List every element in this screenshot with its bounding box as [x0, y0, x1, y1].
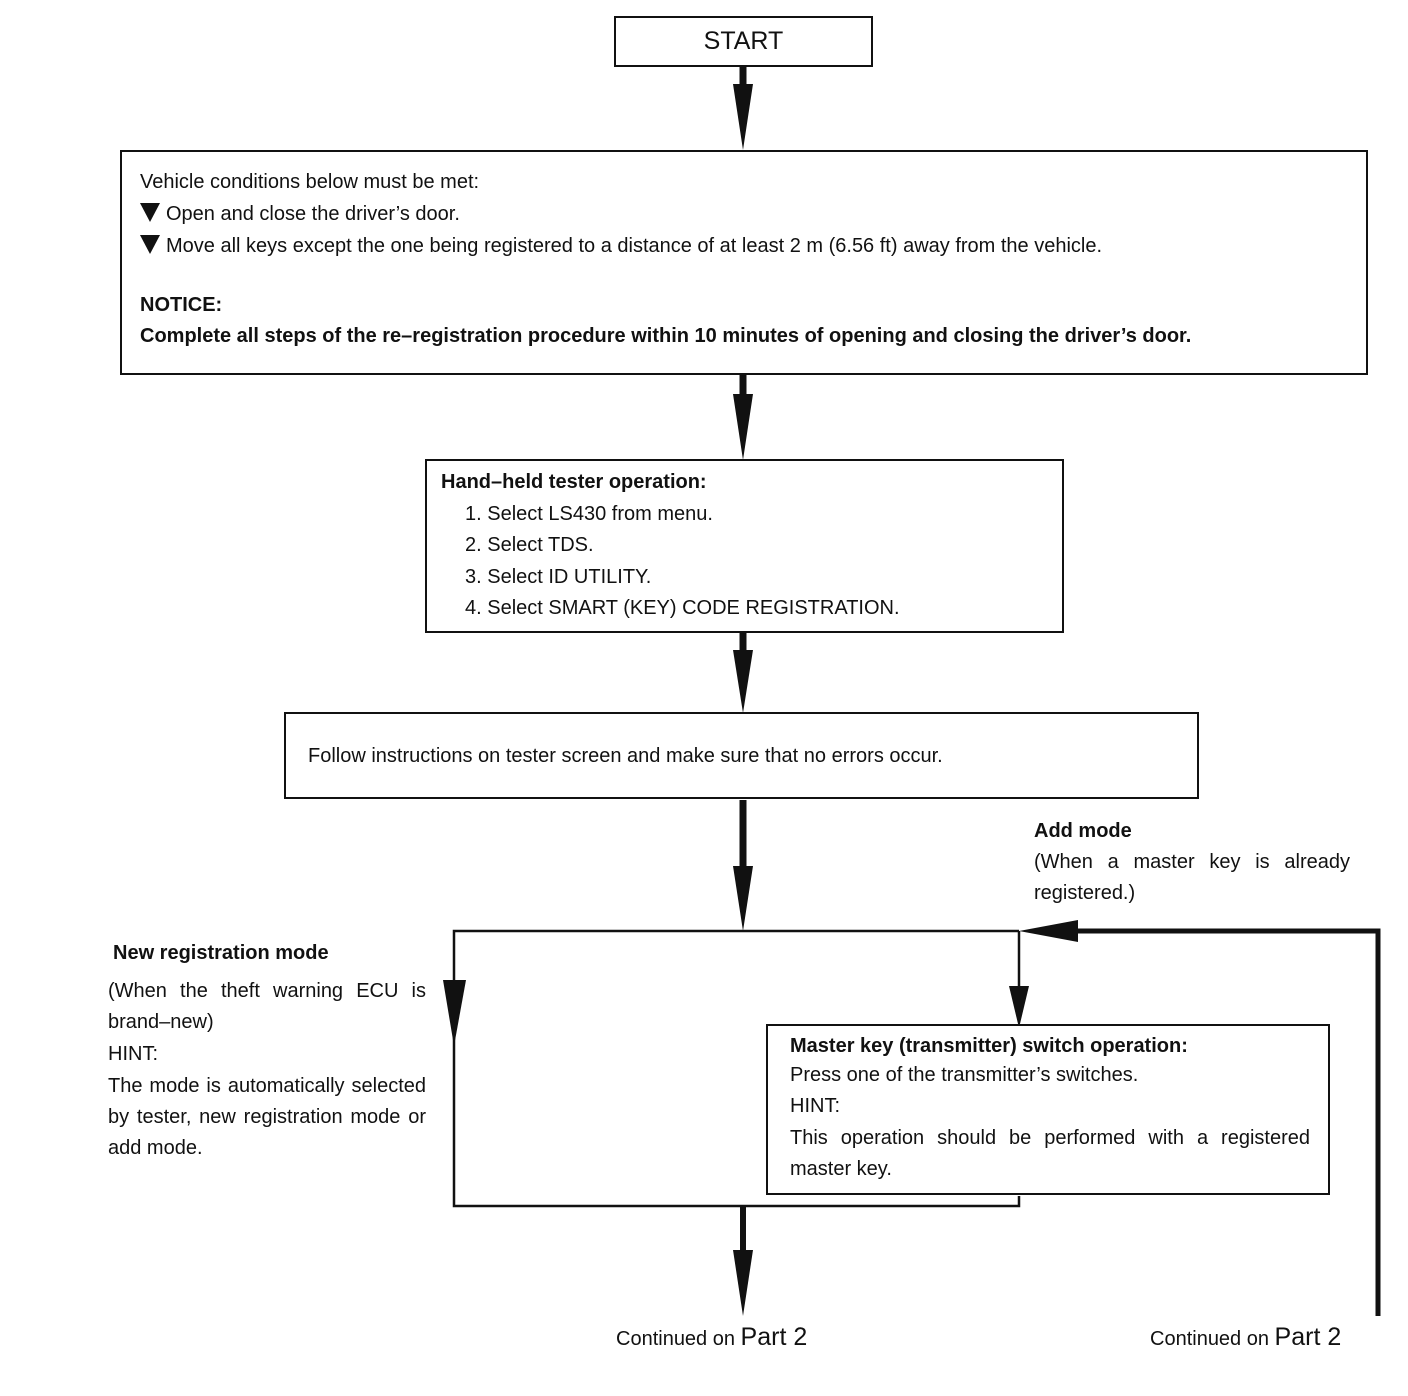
tester-step: 4. Select SMART (KEY) CODE REGISTRATION.: [465, 597, 900, 619]
notice-title: NOTICE:: [140, 294, 223, 316]
new-mode-text: (When the theft warning ECU is brand–new…: [108, 980, 426, 1033]
follow-text: Follow instructions on tester screen and…: [308, 745, 943, 767]
continued-part: Part 2: [740, 1323, 808, 1351]
master-key-text: Press one of the transmitter’s switches.: [790, 1064, 1139, 1086]
conditions-bullet: Move all keys except the one being regis…: [140, 231, 1102, 262]
continued-prefix: Continued on: [1150, 1328, 1269, 1350]
start-label: START: [703, 27, 784, 55]
tester-step: 3. Select ID UTILITY.: [465, 566, 652, 588]
arrowhead-icon: [443, 980, 466, 1046]
triangle-bullet-icon: [140, 203, 160, 222]
master-key-hint-label: HINT:: [790, 1095, 840, 1117]
conditions-intro: Vehicle conditions below must be met:: [140, 171, 480, 193]
add-mode-title: Add mode: [1034, 820, 1132, 842]
tester-box: [425, 459, 1064, 633]
master-key-title: Master key (transmitter) switch operatio…: [790, 1035, 1188, 1057]
bullet-text: Move all keys except the one being regis…: [166, 235, 1103, 257]
new-mode-title: New registration mode: [113, 942, 329, 964]
bullet-text: Open and close the driver’s door.: [166, 203, 460, 225]
arrowhead-icon: [733, 394, 753, 460]
arrowhead-icon: [1019, 920, 1078, 942]
master-key-box: [766, 1024, 1330, 1195]
tester-step: 1. Select LS430 from menu.: [465, 503, 713, 525]
continued-label: Continued on Part 2: [616, 1322, 807, 1355]
notice-text: Complete all steps of the re–registratio…: [140, 325, 1192, 347]
new-mode-hint-text: The mode is automatically selected by te…: [108, 1075, 426, 1159]
mode-frame-outline: [452, 929, 1021, 1208]
start-box: START: [614, 16, 873, 67]
add-mode-text: (When a master key is already registered…: [1034, 851, 1350, 904]
continued-part: Part 2: [1274, 1323, 1342, 1351]
arrowhead-icon: [733, 1250, 753, 1316]
triangle-bullet-icon: [140, 235, 160, 254]
follow-box: [284, 712, 1199, 799]
new-mode-hint-label: HINT:: [108, 1043, 158, 1065]
arrowhead-icon: [733, 866, 753, 931]
conditions-bullet: Open and close the driver’s door.: [140, 199, 460, 230]
add-mode-return-line: [1070, 928, 1381, 1316]
tester-step: 2. Select TDS.: [465, 534, 594, 556]
arrowhead-icon: [1009, 986, 1029, 1028]
continued-label: Continued on Part 2: [1150, 1322, 1341, 1355]
master-key-hint-text: This operation should be performed with …: [790, 1127, 1310, 1180]
tester-title: Hand–held tester operation:: [441, 471, 707, 493]
continued-prefix: Continued on: [616, 1328, 735, 1350]
conditions-box: [120, 150, 1368, 375]
arrowhead-icon: [733, 650, 753, 713]
arrowhead-icon: [733, 84, 753, 150]
